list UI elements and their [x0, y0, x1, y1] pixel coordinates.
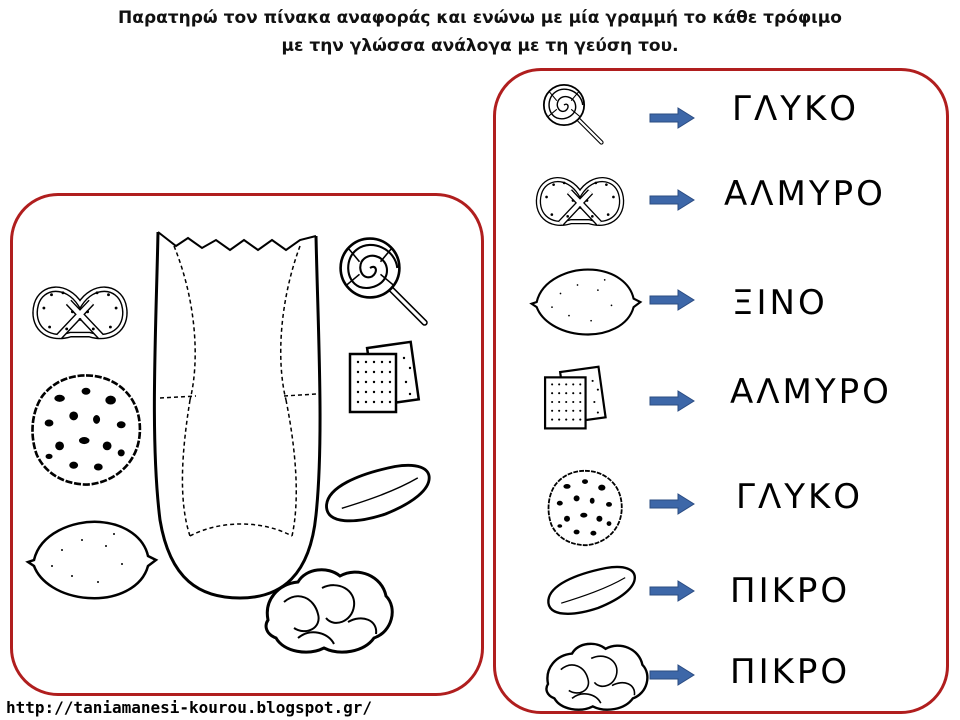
ref-pretzel-icon	[538, 180, 621, 224]
taste-label: ΑΛΜΥΡΟ	[730, 372, 892, 412]
taste-label: ΓΛΥΚΟ	[736, 477, 864, 517]
ref-lettuce-icon	[545, 642, 649, 711]
taste-label: ΠΙΚΡΟ	[730, 652, 851, 692]
arrow-icon	[649, 664, 695, 686]
arrow-icon	[649, 580, 695, 602]
ref-cookie-icon	[547, 469, 623, 547]
instruction-line-1: Παρατηρώ τον πίνακα αναφοράς και ενώνω μ…	[118, 8, 842, 28]
arrow-icon	[649, 390, 695, 412]
footer-url[interactable]: http://taniamanesi-kourou.blogspot.gr/	[6, 698, 373, 717]
worksheet-panel	[10, 193, 484, 696]
ref-lemon-icon	[530, 268, 642, 336]
taste-label: ΑΛΜΥΡΟ	[724, 174, 886, 214]
arrow-icon	[649, 289, 695, 311]
arrow-icon	[649, 189, 695, 211]
arrow-icon	[649, 107, 695, 129]
pickle-icon	[325, 463, 431, 523]
tongue-illustration	[152, 231, 322, 600]
ref-crackers-icon	[543, 365, 607, 430]
taste-label: ΠΙΚΡΟ	[730, 571, 851, 611]
taste-label: ΓΛΥΚΟ	[732, 89, 860, 129]
lollipop-icon	[341, 239, 425, 323]
reference-table-panel	[493, 68, 949, 714]
pretzel-icon	[35, 289, 125, 336]
cookie-icon	[31, 374, 142, 486]
lemon-icon	[26, 520, 158, 600]
arrow-icon	[649, 493, 695, 515]
taste-label: ΞΙΝΟ	[732, 283, 828, 323]
ref-pickle-icon	[547, 565, 636, 615]
instruction-line-2: με την γλώσσα ανάλογα με τη γεύση του.	[281, 36, 679, 56]
crackers-icon	[348, 340, 421, 414]
ref-lollipop-icon	[544, 85, 602, 143]
